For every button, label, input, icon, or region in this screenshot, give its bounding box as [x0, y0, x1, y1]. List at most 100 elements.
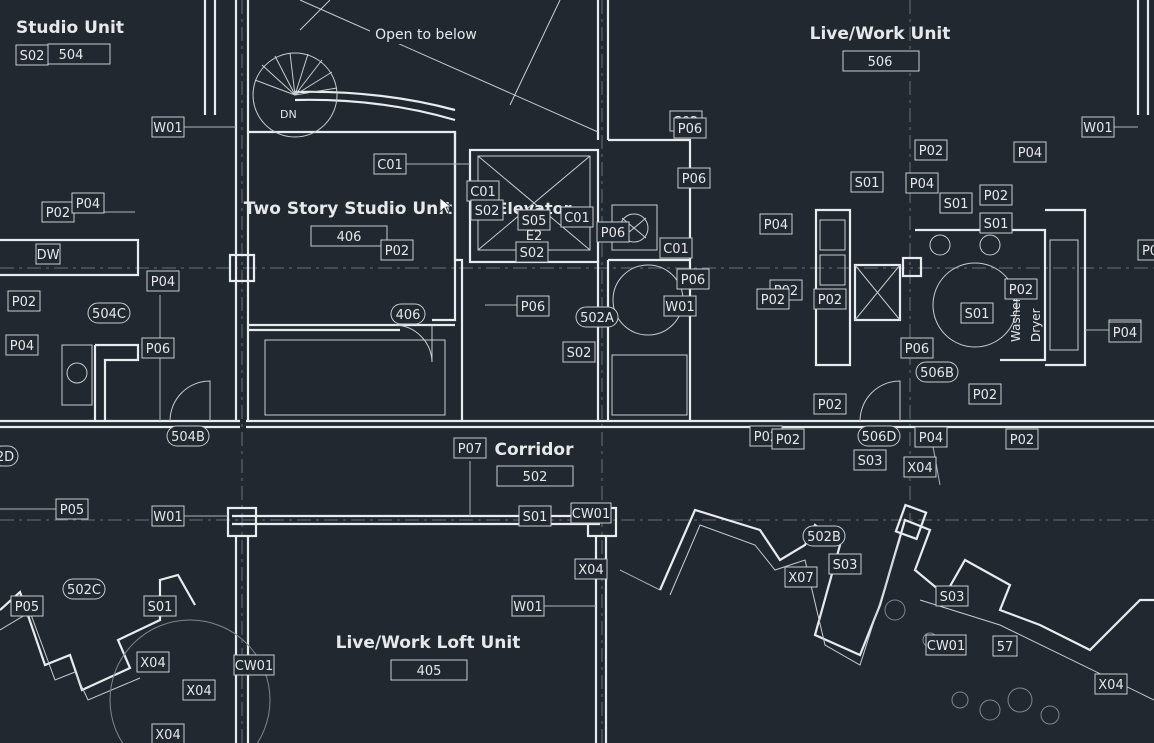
- material-tag-label: P06: [905, 342, 929, 357]
- material-tag-label: P05: [60, 503, 84, 518]
- material-tag: P02: [813, 288, 847, 310]
- material-tag-box: [663, 295, 697, 317]
- material-tag-box: [596, 221, 630, 243]
- door-tag-oval: [857, 425, 901, 447]
- material-tag-label: X04: [155, 728, 180, 743]
- material-tag-box: [15, 44, 49, 66]
- material-tag-label: X04: [1098, 678, 1123, 693]
- mouse-cursor-icon: [439, 197, 453, 215]
- material-tag: CW01: [233, 654, 275, 676]
- door-tag-oval: [166, 425, 210, 447]
- door-tag-oval: [802, 525, 846, 547]
- material-tag-label: S01: [965, 307, 990, 322]
- material-tag-box: [146, 270, 180, 292]
- door-tag-label: 502A: [580, 311, 614, 326]
- material-tag: P06: [676, 268, 710, 290]
- material-tag: S02: [15, 44, 49, 66]
- door-tag-oval: [390, 303, 426, 325]
- material-tag-box: [925, 634, 967, 656]
- material-tag-box: [182, 679, 216, 701]
- material-tag: X04: [903, 456, 937, 478]
- material-tag-label: P02: [818, 293, 842, 308]
- material-tag-label: CW01: [235, 659, 273, 674]
- material-tag: P02: [771, 428, 805, 450]
- material-tag-label: DW: [37, 248, 60, 263]
- material-tag-label: X04: [140, 656, 165, 671]
- material-tag: CW01: [925, 634, 967, 656]
- material-tag: P04: [5, 334, 39, 356]
- material-tag-box: [939, 192, 973, 214]
- material-tag-box: [10, 595, 44, 617]
- material-tag-box: [35, 243, 61, 265]
- material-tag-label: P02: [1010, 433, 1034, 448]
- material-tag-label: P04: [76, 197, 100, 212]
- material-tag-label: P07: [458, 442, 482, 457]
- material-tag: S01: [518, 505, 552, 527]
- room-title-two-story-studio-unit: Two Story Studio Unit: [244, 199, 452, 219]
- material-tag-box: [517, 209, 551, 231]
- material-tag-label: 57: [997, 640, 1014, 655]
- material-tag-label: P05: [15, 600, 39, 615]
- material-tag-box: [813, 288, 847, 310]
- material-tag-label: W01: [665, 300, 694, 315]
- material-tag-box: [380, 239, 414, 261]
- material-tag: P04: [914, 426, 948, 448]
- material-tag: P06: [673, 117, 707, 139]
- material-tag-box: [759, 213, 793, 235]
- material-tag-box: [515, 241, 549, 263]
- material-tag-label: P04: [10, 339, 34, 354]
- material-tag: X04: [574, 558, 608, 580]
- door-tag-label: 506D: [862, 430, 897, 445]
- material-tag-box: [1137, 239, 1154, 261]
- material-tag-label: S03: [858, 454, 883, 469]
- material-tag: P02: [968, 383, 1002, 405]
- material-tag-label: P02: [46, 206, 70, 221]
- material-tag: X04: [1094, 673, 1128, 695]
- open-to-below-note: Open to below: [375, 27, 477, 43]
- material-tag-label: P06: [682, 172, 706, 187]
- material-tag-box: [136, 651, 170, 673]
- material-tag: P02: [914, 139, 948, 161]
- material-tag-box: [453, 437, 487, 459]
- dryer-note: Dryer: [1029, 308, 1043, 342]
- material-tag-label: P02: [973, 388, 997, 403]
- material-tag-box: [935, 585, 969, 607]
- material-tag-label: S03: [940, 590, 965, 605]
- material-tag: W01: [663, 295, 697, 317]
- material-tag-label: CW01: [927, 639, 965, 654]
- material-tag-box: [676, 268, 710, 290]
- material-tag-label: X07: [788, 571, 813, 586]
- material-tag: S01: [960, 302, 994, 324]
- material-tag-label: P02: [818, 398, 842, 413]
- washer-note: Washer: [1009, 297, 1023, 342]
- material-tag: C01: [466, 180, 500, 202]
- material-tag-label: P06: [681, 273, 705, 288]
- material-tag-label: S01: [523, 510, 548, 525]
- door-tag: 506B: [915, 361, 959, 383]
- material-tag: P02: [380, 239, 414, 261]
- material-tag: S03: [828, 553, 862, 575]
- door-tag-oval: [0, 445, 19, 467]
- material-tag: P02: [979, 184, 1013, 206]
- door-tag: 2D: [0, 445, 19, 467]
- material-tag: S01: [143, 595, 177, 617]
- material-tag-box: [905, 172, 939, 194]
- door-tag-label: 502B: [807, 530, 841, 545]
- material-tag-box: [518, 505, 552, 527]
- material-tag-box: [784, 566, 818, 588]
- material-tag: P04: [759, 213, 793, 235]
- material-tag: S03: [853, 449, 887, 471]
- material-tag-box: [5, 334, 39, 356]
- material-tag-label: P02: [1009, 283, 1033, 298]
- material-tag-label: S01: [984, 217, 1009, 232]
- upper-walls: [0, 0, 1154, 429]
- door-tag-label: 504B: [171, 430, 205, 445]
- material-tag-box: [1081, 116, 1115, 138]
- material-tag: P04: [905, 172, 939, 194]
- material-tag: P02: [756, 288, 790, 310]
- door-tag-label: 504C: [92, 307, 126, 322]
- material-tag-box: [141, 337, 175, 359]
- material-tag: P06: [677, 167, 711, 189]
